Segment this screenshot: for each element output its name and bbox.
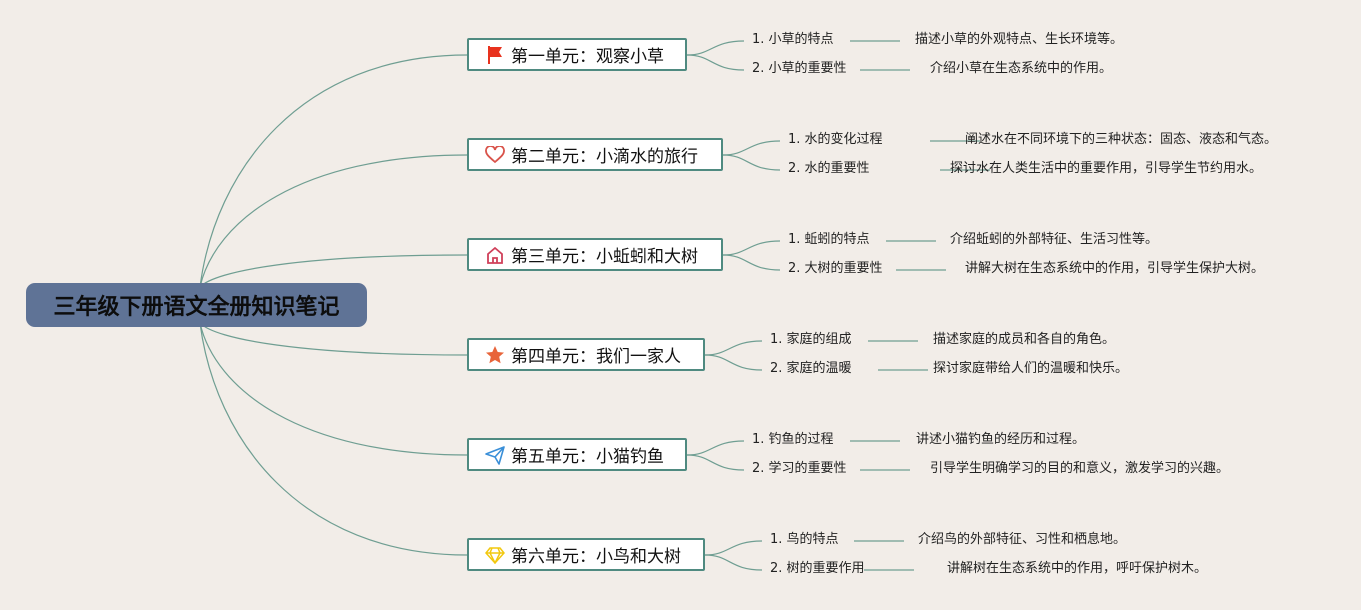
subtopic-description[interactable]: 讲解大树在生态系统中的作用，引导学生保护大树。 [965, 261, 1265, 276]
subtopic-description[interactable]: 介绍鸟的外部特征、习性和栖息地。 [918, 532, 1127, 547]
subtopic-label[interactable]: 2. 学习的重要性 [752, 461, 847, 476]
root-topic[interactable]: 三年级下册语文全册知识笔记 [26, 283, 367, 327]
sub-link [722, 240, 781, 256]
flag-icon [485, 45, 505, 65]
root-link [199, 322, 468, 456]
root-link [199, 322, 468, 556]
subtopic-description[interactable]: 探讨家庭带给人们的温暖和快乐。 [933, 361, 1129, 376]
root-link [199, 54, 468, 288]
unit-title: 第三单元：小蚯蚓和大树 [511, 247, 698, 267]
heart-icon [485, 145, 505, 165]
subtopic-description[interactable]: 阐述水在不同环境下的三种状态：固态、液态和气态。 [965, 132, 1278, 147]
unit-topic-5[interactable]: 第五单元：小猫钓鱼 [467, 438, 687, 471]
sub-link [686, 40, 745, 56]
unit-title: 第一单元：观察小草 [511, 47, 664, 67]
subtopic-description[interactable]: 描述家庭的成员和各自的角色。 [933, 332, 1116, 347]
diamond-icon [485, 545, 505, 565]
subtopic-label[interactable]: 1. 小草的特点 [752, 32, 834, 47]
subtopic-description[interactable]: 引导学生明确学习的目的和意义，激发学习的兴趣。 [930, 461, 1230, 476]
subtopic-label[interactable]: 2. 树的重要作用 [770, 561, 865, 576]
subtopic-label[interactable]: 2. 大树的重要性 [788, 261, 883, 276]
subtopic-label[interactable]: 1. 蚯蚓的特点 [788, 232, 870, 247]
root-link [199, 254, 468, 288]
unit-title: 第五单元：小猫钓鱼 [511, 447, 664, 467]
sub-link [686, 454, 745, 471]
unit-topic-1[interactable]: 第一单元：观察小草 [467, 38, 687, 71]
root-link [199, 154, 468, 288]
sub-link [704, 554, 763, 571]
subtopic-label[interactable]: 1. 水的变化过程 [788, 132, 883, 147]
subtopic-description[interactable]: 讲述小猫钓鱼的经历和过程。 [916, 432, 1086, 447]
subtopic-description[interactable]: 介绍小草在生态系统中的作用。 [930, 61, 1113, 76]
unit-topic-2[interactable]: 第二单元：小滴水的旅行 [467, 138, 723, 171]
subtopic-label[interactable]: 1. 家庭的组成 [770, 332, 852, 347]
subtopic-description[interactable]: 讲解树在生态系统中的作用，呼吁保护树木。 [947, 561, 1208, 576]
sub-link [704, 340, 763, 356]
subtopic-description[interactable]: 探讨水在人类生活中的重要作用，引导学生节约用水。 [950, 161, 1263, 176]
subtopic-label[interactable]: 1. 鸟的特点 [770, 532, 839, 547]
star-icon [485, 345, 505, 365]
unit-title: 第六单元：小鸟和大树 [511, 547, 681, 567]
subtopic-label[interactable]: 2. 家庭的温暖 [770, 361, 852, 376]
sub-link [686, 440, 745, 456]
subtopic-label[interactable]: 2. 水的重要性 [788, 161, 870, 176]
unit-topic-3[interactable]: 第三单元：小蚯蚓和大树 [467, 238, 723, 271]
sub-link [704, 540, 763, 556]
subtopic-label[interactable]: 1. 钓鱼的过程 [752, 432, 834, 447]
subtopic-description[interactable]: 描述小草的外观特点、生长环境等。 [915, 32, 1124, 47]
home-icon [485, 245, 505, 265]
sub-link [722, 254, 781, 271]
unit-topic-4[interactable]: 第四单元：我们一家人 [467, 338, 705, 371]
subtopic-label[interactable]: 2. 小草的重要性 [752, 61, 847, 76]
subtopic-description[interactable]: 介绍蚯蚓的外部特征、生活习性等。 [950, 232, 1159, 247]
unit-title: 第二单元：小滴水的旅行 [511, 147, 698, 167]
paper-plane-icon [485, 445, 505, 465]
sub-link [722, 140, 781, 156]
sub-link [722, 154, 781, 171]
sub-link [686, 54, 745, 71]
unit-title: 第四单元：我们一家人 [511, 347, 681, 367]
root-link [199, 322, 468, 356]
sub-link [704, 354, 763, 371]
root-title: 三年级下册语文全册知识笔记 [53, 295, 340, 320]
unit-topic-6[interactable]: 第六单元：小鸟和大树 [467, 538, 705, 571]
